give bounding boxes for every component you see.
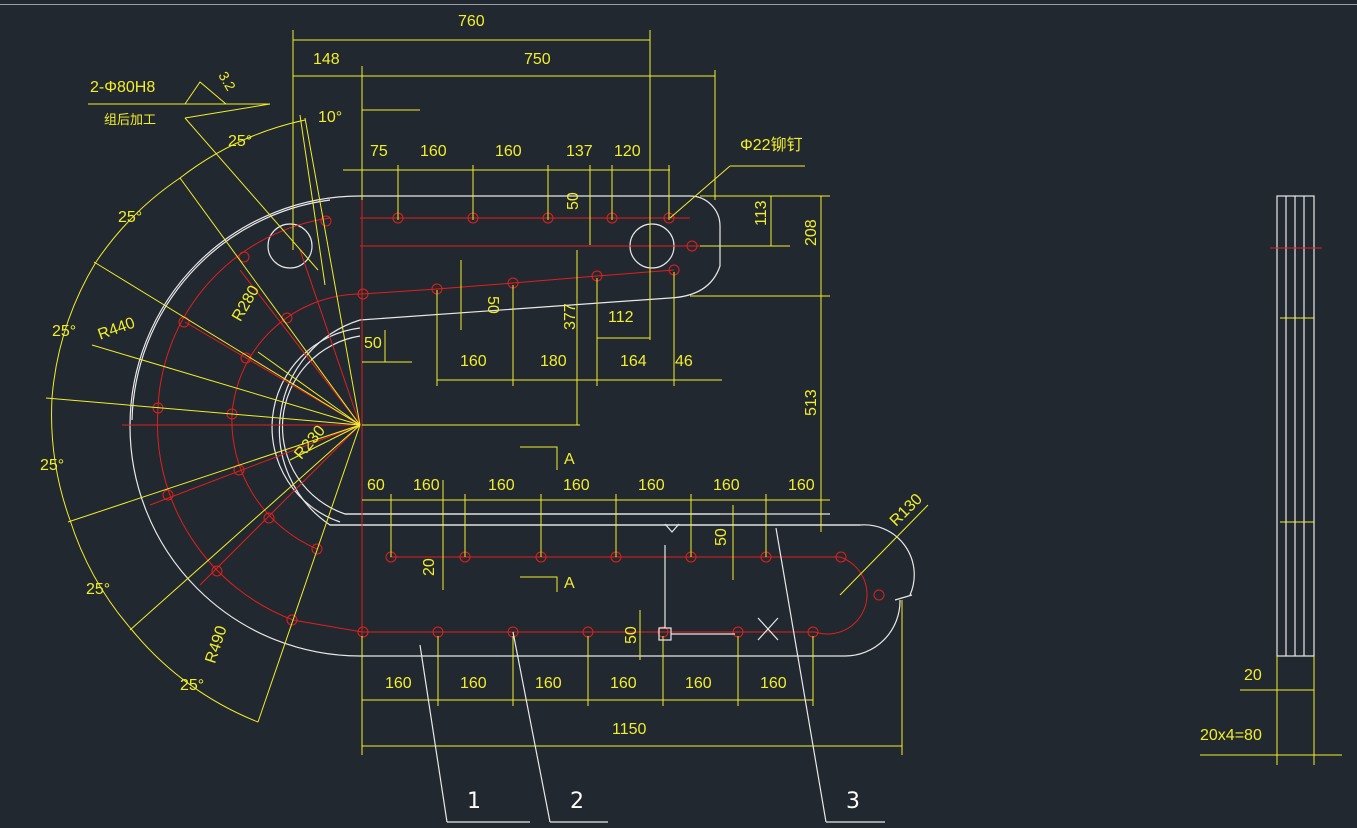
dim-377: 377 (562, 303, 579, 330)
dim-1150: 1150 (612, 721, 647, 738)
note-rivet: Φ22铆钉 (740, 136, 803, 154)
hole-left (267, 223, 313, 269)
row1-dim: 75 (370, 143, 388, 160)
dim-50d: 50 (713, 528, 730, 546)
side-view-labels: 20 20x4=80 (1200, 667, 1262, 744)
section-labels: A A (564, 451, 575, 592)
dim-113: 113 (753, 200, 770, 226)
row4-dim: 160 (760, 675, 787, 692)
row1-dim: 137 (566, 143, 593, 160)
dim-112: 112 (608, 309, 634, 326)
radius-r130: R130 (887, 491, 926, 530)
side-view (1200, 195, 1342, 765)
dim-46: 46 (675, 353, 693, 370)
angle-labels: 25° 25° 25° 25° 25° 25° (40, 133, 252, 694)
callout-1: 1 (467, 789, 481, 814)
callout-leaders (419, 523, 885, 823)
row4-dim: 160 (385, 675, 412, 692)
row4-dim: 160 (610, 675, 637, 692)
dim-760: 760 (458, 13, 485, 30)
side-dim-80: 20x4=80 (1200, 727, 1262, 744)
note-holes: 2-Φ80H8 (90, 79, 155, 96)
side-dim-20: 20 (1244, 667, 1262, 684)
callout-3: 3 (846, 789, 860, 814)
radius-r490: R490 (203, 624, 231, 666)
angle-label: 25° (40, 457, 64, 474)
row3-dim: 160 (788, 477, 815, 494)
note-block: 2-Φ80H8 组后加工 3.2 Φ22铆钉 (90, 69, 803, 154)
dim-50e: 50 (623, 626, 640, 644)
guide-outline (129, 195, 915, 657)
viewport-border (0, 4, 1357, 5)
dimension-lines (45, 30, 929, 755)
angle-10: 10° (318, 109, 342, 126)
angle-label: 25° (180, 677, 204, 694)
dim-513: 513 (803, 389, 820, 416)
row3-dim: 160 (488, 477, 515, 494)
dim-750: 750 (524, 51, 551, 68)
note-roughness: 3.2 (215, 69, 239, 94)
radius-r440: R440 (96, 315, 138, 344)
angle-label: 25° (52, 323, 76, 340)
row4-dim: 160 (535, 675, 562, 692)
row3-dim: 160 (413, 477, 440, 494)
radius-r280: R280 (229, 283, 263, 325)
row3-dimension-labels: 60 160 160 160 160 160 160 (367, 477, 815, 494)
angle-label: 25° (228, 133, 252, 150)
dim-50c: 50 (364, 335, 382, 352)
outer-outline-big (129, 195, 901, 657)
top-dimension-labels: 760 148 750 10° (313, 13, 551, 126)
outer-outline (278, 195, 915, 596)
dim-20: 20 (421, 558, 438, 576)
right-dimension-labels: 50 113 208 513 (565, 192, 820, 416)
mid-dimension-labels: 20 50 50 (421, 528, 730, 644)
row4-dim: 160 (685, 675, 712, 692)
dim-208: 208 (803, 219, 820, 246)
callout-numbers: 1 2 3 (467, 789, 860, 814)
row4-dim: 160 (460, 675, 487, 692)
inner-outline-2 (281, 335, 720, 515)
row2-dimension-labels: 50 112 377 50 160 180 164 46 (364, 296, 693, 370)
row1-dim: 120 (614, 143, 641, 160)
chain-centerline (122, 200, 885, 660)
section-a-bottom: A (564, 575, 575, 592)
row3-dim: 60 (367, 477, 385, 494)
row4-dimension-labels: 160 160 160 160 160 160 1150 (385, 675, 787, 738)
row3-dim: 160 (713, 477, 740, 494)
row1-dim: 160 (420, 143, 447, 160)
angle-label: 25° (118, 209, 142, 226)
dim-180: 180 (540, 353, 567, 370)
dim-50b: 50 (484, 296, 501, 314)
outer-u-back (131, 199, 331, 421)
row3-dim: 160 (563, 477, 590, 494)
row1-dim: 160 (495, 143, 522, 160)
dim-50a: 50 (565, 192, 582, 210)
callout-2: 2 (570, 789, 584, 814)
row3-dim: 160 (638, 477, 665, 494)
radius-r230: R230 (291, 422, 329, 462)
note-machining: 组后加工 (104, 112, 156, 127)
dim-160: 160 (460, 353, 487, 370)
section-a-top: A (564, 451, 575, 468)
dim-148: 148 (313, 51, 340, 68)
row1-dimension-labels: 75 160 160 137 120 (370, 143, 641, 160)
angle-label: 25° (86, 581, 110, 598)
dim-164: 164 (620, 353, 647, 370)
